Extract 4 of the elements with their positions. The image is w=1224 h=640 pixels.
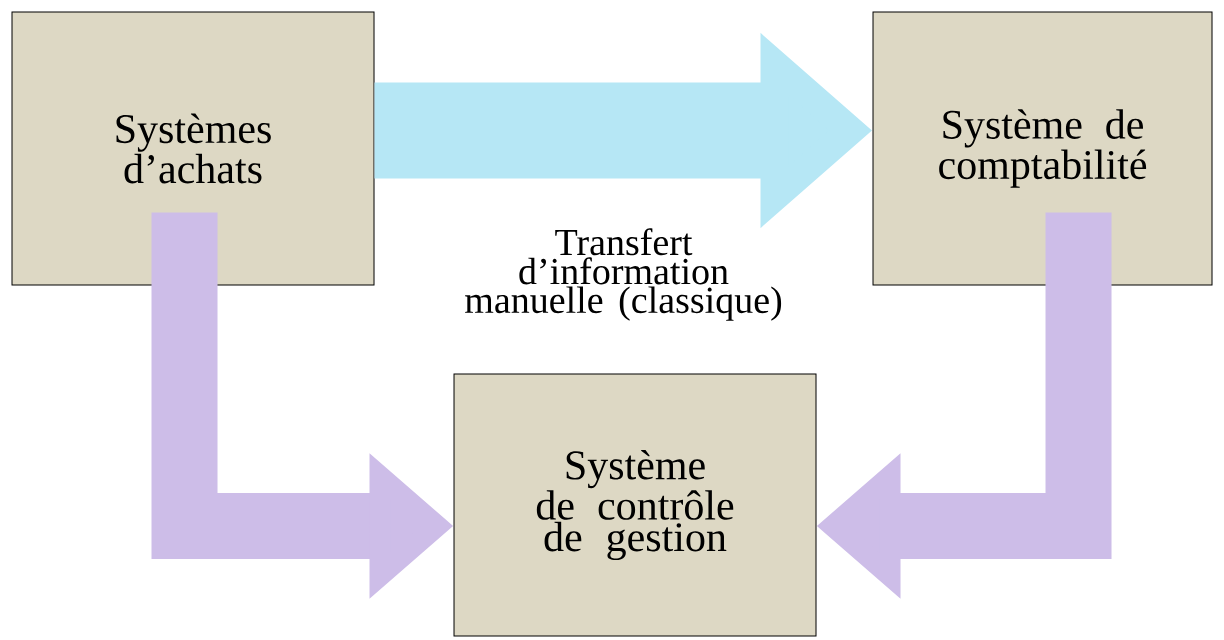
process-box: Systèmes d’achats [11, 11, 375, 286]
edge-label: Transfert d’information manuelle (classique) [465, 228, 782, 321]
process-box: Système de comptabilité [872, 11, 1213, 286]
process-box: Système de contrôle de gestion [453, 373, 817, 637]
